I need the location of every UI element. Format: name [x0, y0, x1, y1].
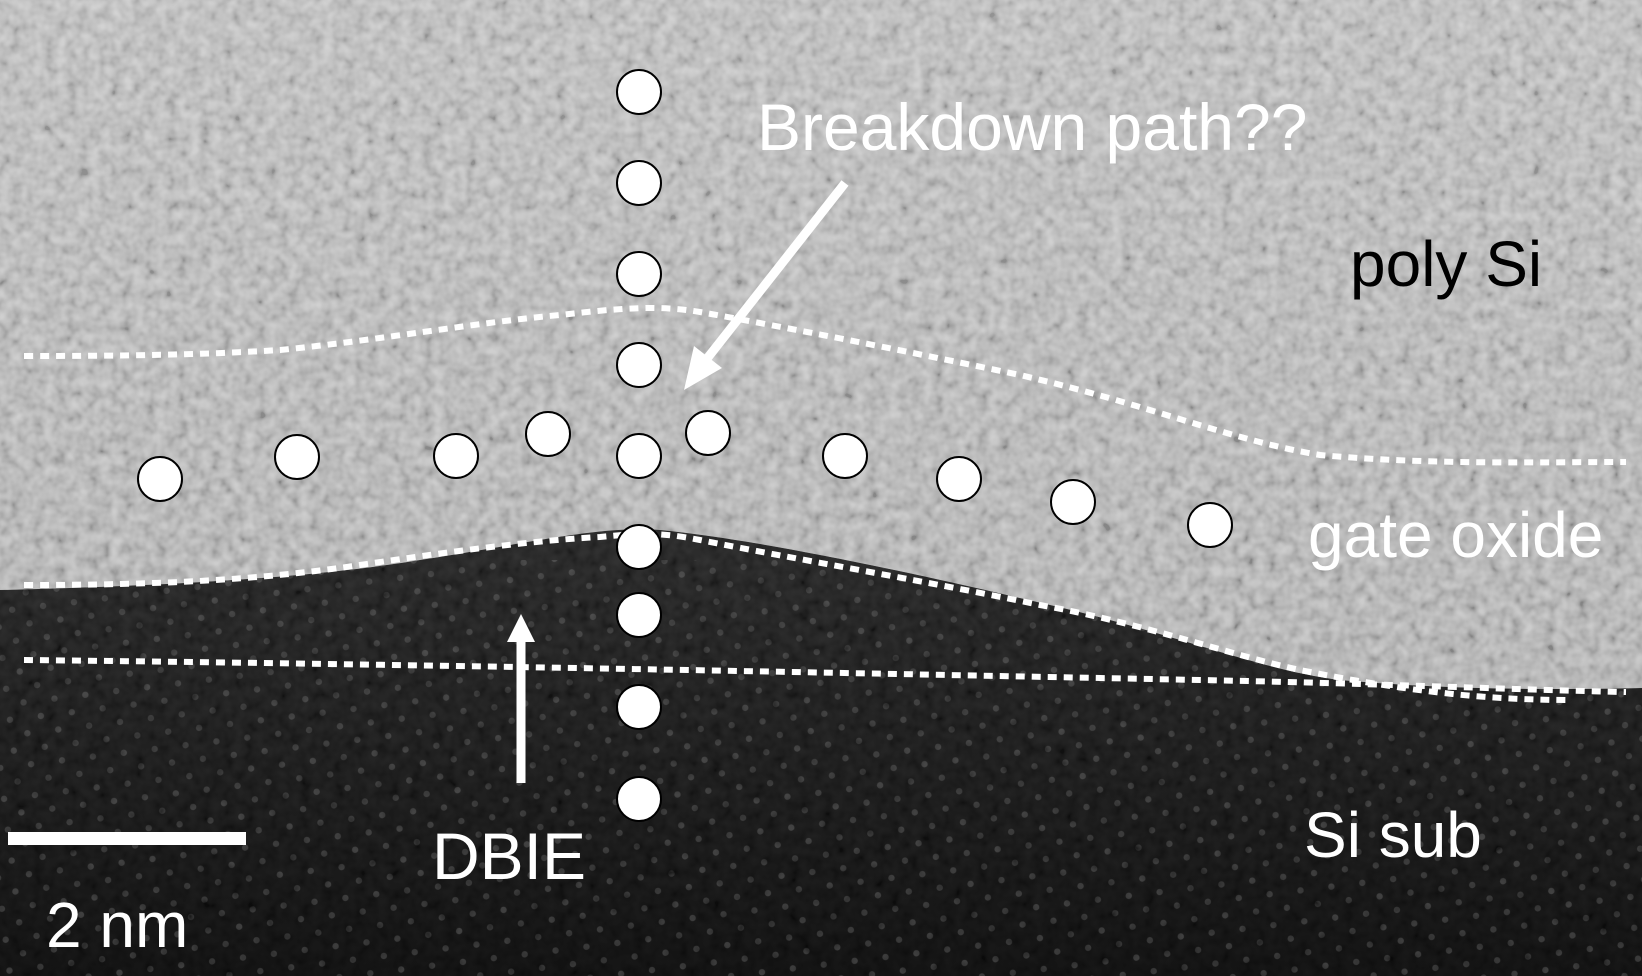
- scale-bar-label: 2 nm: [46, 889, 189, 961]
- spot: [1187, 502, 1233, 548]
- interface-lines: [23, 305, 1627, 703]
- spot: [616, 433, 662, 479]
- spot: [525, 411, 571, 457]
- spot: [822, 433, 868, 479]
- dbie-label: DBIE: [432, 819, 587, 893]
- arrow-down-left-icon: [684, 180, 849, 390]
- spot: [1050, 479, 1096, 525]
- oxide-sub-interface-line: [23, 530, 1571, 703]
- spot: [274, 434, 320, 480]
- breakdown-spots: [616, 69, 662, 822]
- spot: [616, 160, 662, 206]
- oxide-spots: [137, 410, 1233, 548]
- arrow-up-icon: [507, 614, 535, 783]
- spot: [616, 684, 662, 730]
- scale-bar: [8, 832, 246, 845]
- spot: [137, 456, 183, 502]
- si-sub-label: Si sub: [1304, 799, 1482, 871]
- spot: [616, 524, 662, 570]
- spot: [616, 69, 662, 115]
- poly-si-label: poly Si: [1350, 228, 1543, 300]
- spot: [433, 433, 479, 479]
- reference-interface-line: [23, 657, 1627, 695]
- breakdown-path-label: Breakdown path??: [757, 90, 1308, 164]
- spot: [616, 251, 662, 297]
- spot: [936, 456, 982, 502]
- gate-oxide-label: gate oxide: [1308, 499, 1604, 571]
- spot: [616, 342, 662, 388]
- poly-oxide-interface-line: [23, 305, 1627, 466]
- spot: [616, 592, 662, 638]
- spot: [616, 776, 662, 822]
- spot: [685, 410, 731, 456]
